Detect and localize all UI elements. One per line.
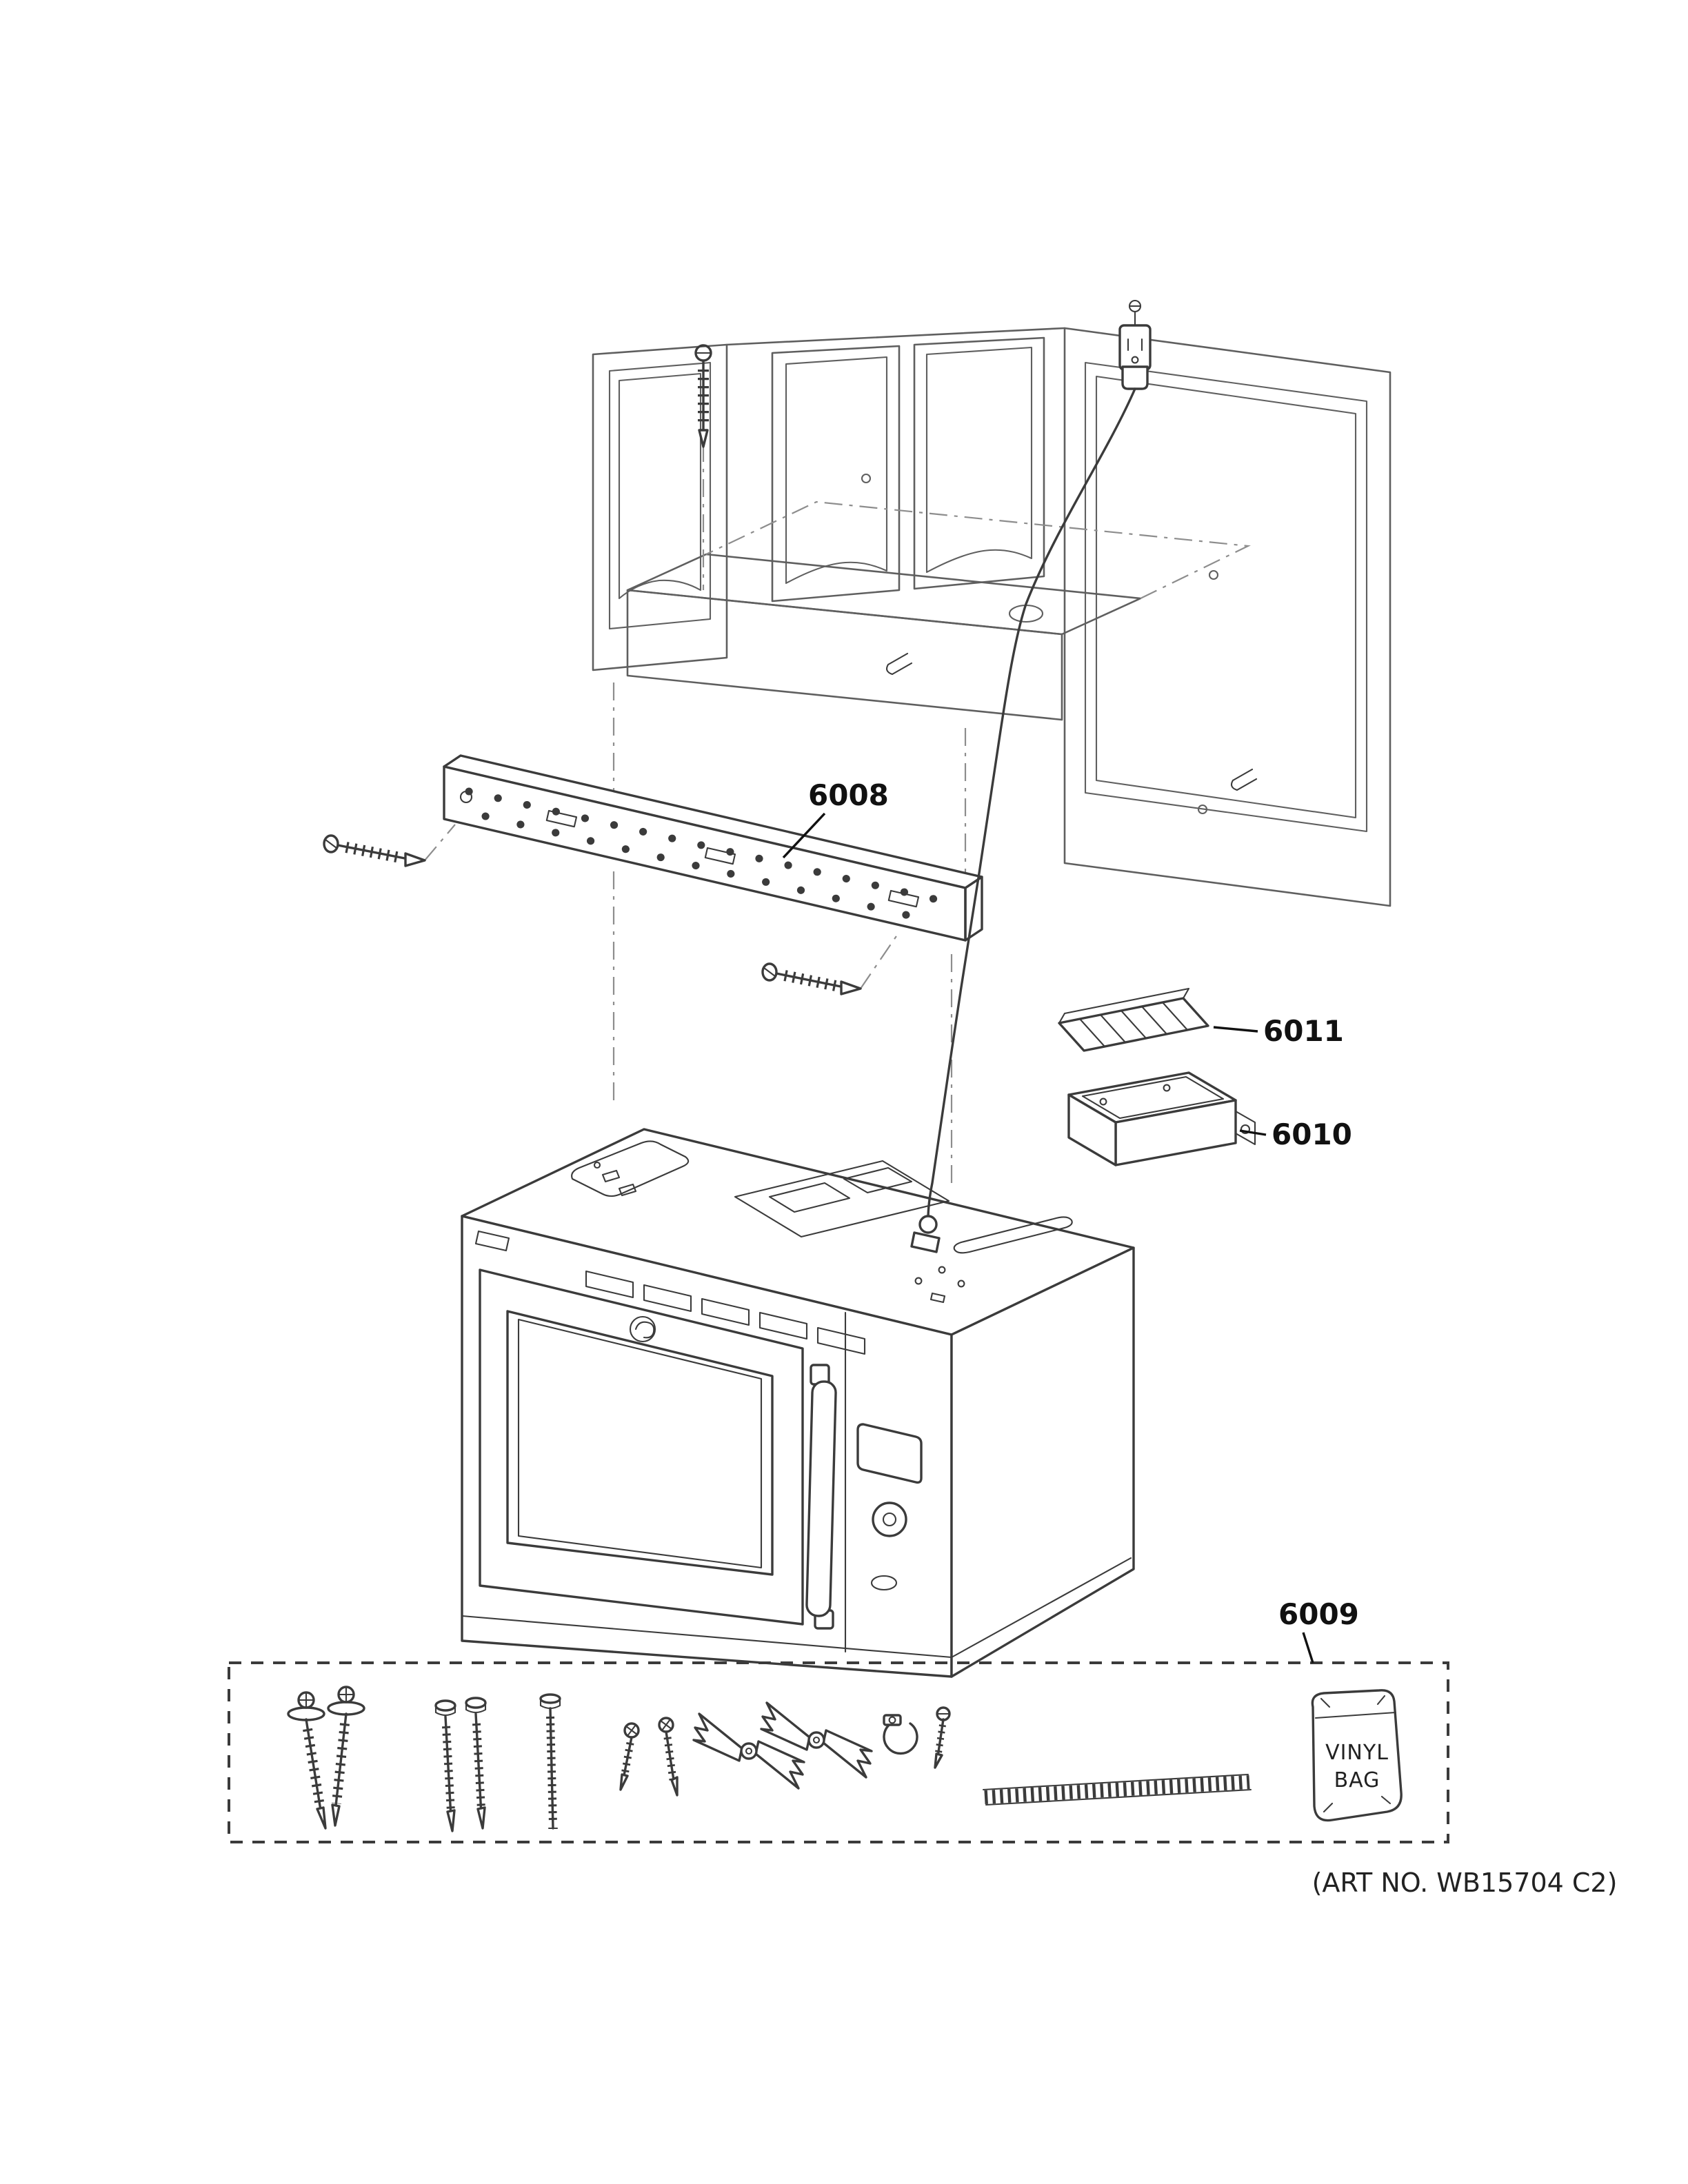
middle-cabinet-door-right (913, 336, 1045, 590)
small-screw (619, 1722, 640, 1791)
toggle-wing-anchor (760, 1701, 873, 1779)
washer-screw (327, 1686, 365, 1827)
top-vent-cutout (571, 1140, 690, 1197)
foam-seal-strip (982, 1773, 1252, 1806)
machine-bolt (539, 1693, 561, 1830)
door-window (506, 1310, 774, 1576)
left-cabinet-door (592, 343, 728, 671)
power-cord (910, 387, 1136, 1253)
cord-strain-relief (918, 1215, 938, 1234)
cord-connector (910, 1231, 941, 1253)
middle-cabinet-door-left (771, 345, 901, 603)
cabinet-bottom-panel (626, 589, 1063, 721)
hardware-kit: VINYL BAG (228, 1661, 1449, 1843)
mounting-screw-middle (761, 962, 862, 995)
projection-lines (424, 444, 1251, 1189)
cabinet-hole-mark (1208, 569, 1219, 580)
cable-clamp (883, 1706, 951, 1769)
callouts: 6008 6011 6010 6009 (782, 778, 1359, 1664)
toggle-wing-anchor (692, 1712, 805, 1790)
door-frame (479, 1268, 804, 1626)
right-cabinet-door (1063, 327, 1391, 907)
wall-outlet (1118, 299, 1152, 390)
cord-hole (1008, 604, 1044, 623)
control-panel (844, 1311, 923, 1653)
microwave-oven (461, 1128, 1135, 1678)
mounting-screw-left (323, 834, 426, 867)
leader-6011 (1213, 1026, 1258, 1033)
small-screw (658, 1717, 679, 1797)
leader-6009 (1302, 1632, 1314, 1664)
display (856, 1423, 923, 1484)
part-label-6009: 6009 (1278, 1597, 1359, 1631)
washer-screw (287, 1691, 327, 1830)
damper-deflector (1058, 987, 1209, 1052)
mounting-bracket (443, 754, 983, 942)
vinyl-bag-label-line1: VINYL (1325, 1741, 1389, 1765)
door-handle (805, 1380, 837, 1617)
vinyl-bag-label-line2: BAG (1334, 1768, 1380, 1792)
bracket-keyhole (459, 790, 473, 804)
control-knob (872, 1502, 907, 1537)
microwave-door (479, 1268, 837, 1630)
mounting-screw-top (694, 344, 712, 448)
upper-cabinets (592, 327, 1391, 907)
bracket-slot (545, 809, 578, 828)
cabinet-hole-mark (861, 473, 872, 484)
bracket-slot (704, 847, 736, 865)
top-oval-slot (953, 1216, 1073, 1254)
part-label-6010: 6010 (1272, 1118, 1352, 1151)
brand-medallion (629, 1315, 656, 1343)
bracket-slot (887, 889, 920, 908)
long-screw (434, 1699, 456, 1832)
open-button (870, 1575, 898, 1591)
power-plug (1121, 365, 1149, 390)
part-label-6011: 6011 (1263, 1014, 1344, 1048)
art-number: (ART NO. WB15704 C2) (1312, 1868, 1618, 1898)
part-label-6008: 6008 (808, 778, 889, 812)
vinyl-bag: VINYL BAG (1311, 1689, 1403, 1822)
cabinet-hole-mark (1197, 804, 1208, 815)
spacer-clip (885, 652, 913, 676)
front-vent-slots (474, 1230, 866, 1355)
leader-6010 (1239, 1129, 1267, 1136)
hardware-kit-box (228, 1661, 1449, 1843)
exhaust-adapter (1067, 1071, 1256, 1166)
microwave-right-face (950, 1246, 1135, 1678)
leader-6008 (782, 812, 826, 859)
long-screw (465, 1697, 487, 1830)
top-center-panel (734, 1160, 950, 1238)
spacer-clip (1230, 768, 1258, 791)
